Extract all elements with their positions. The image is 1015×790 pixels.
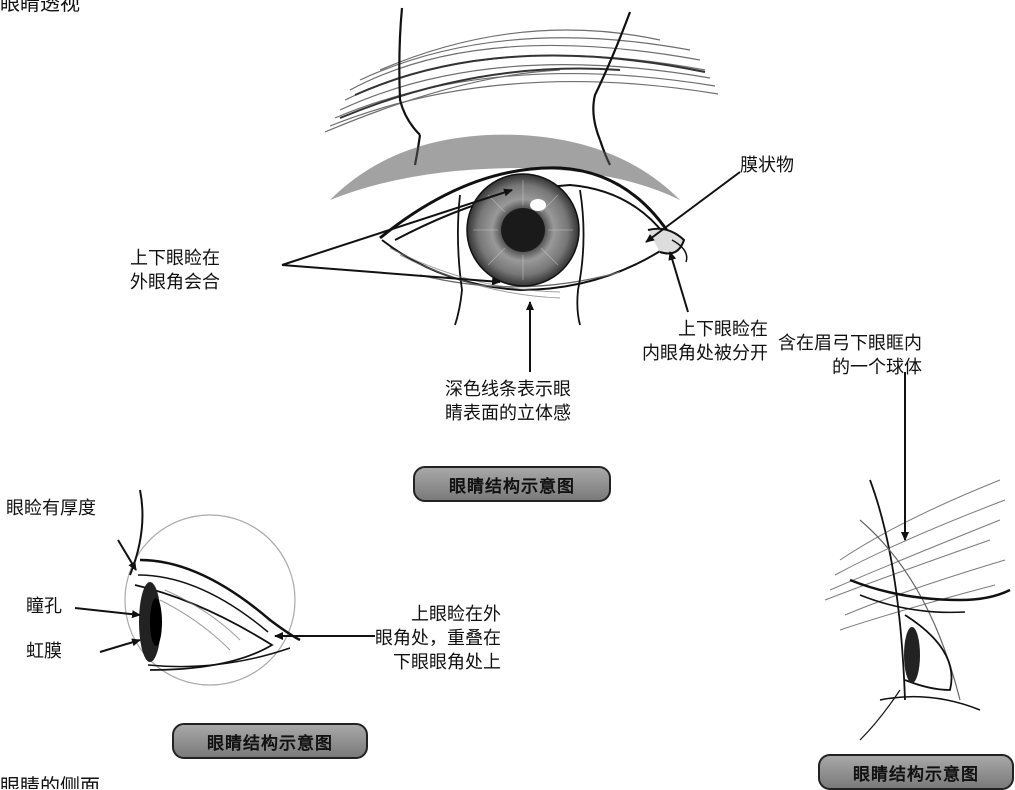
label-lid-thickness: 眼睑有厚度 bbox=[6, 497, 96, 521]
cropped-title-top: 眼睛透视 bbox=[0, 0, 140, 14]
label-pupil: 瞳孔 bbox=[26, 595, 62, 619]
front-eye-drawing bbox=[325, 8, 718, 325]
caption-right: 眼睛结构示意图 bbox=[818, 754, 1014, 790]
side-eye-drawing bbox=[125, 490, 300, 685]
caption-top: 眼睛结构示意图 bbox=[413, 466, 611, 502]
cropped-title-bottom: 眼睛的侧面 bbox=[0, 775, 220, 789]
angled-eye-drawing bbox=[825, 480, 1010, 740]
label-sphere: 含在眉弓下眼眶内 的一个球体 bbox=[778, 332, 922, 380]
side-eye-arrows bbox=[75, 540, 375, 652]
label-outer-corner: 上下眼睑在 外眼角会合 bbox=[130, 247, 220, 295]
caption-left: 眼睛结构示意图 bbox=[172, 723, 368, 759]
label-iris: 虹膜 bbox=[26, 640, 62, 664]
label-membrane: 膜状物 bbox=[740, 154, 794, 178]
label-overlap: 上眼睑在外 眼角处，重叠在 下眼眼角处上 bbox=[375, 603, 501, 675]
label-dark-lines: 深色线条表示眼 睛表面的立体感 bbox=[445, 378, 571, 426]
label-inner-corner: 上下眼睑在 内眼角处被分开 bbox=[642, 318, 768, 366]
